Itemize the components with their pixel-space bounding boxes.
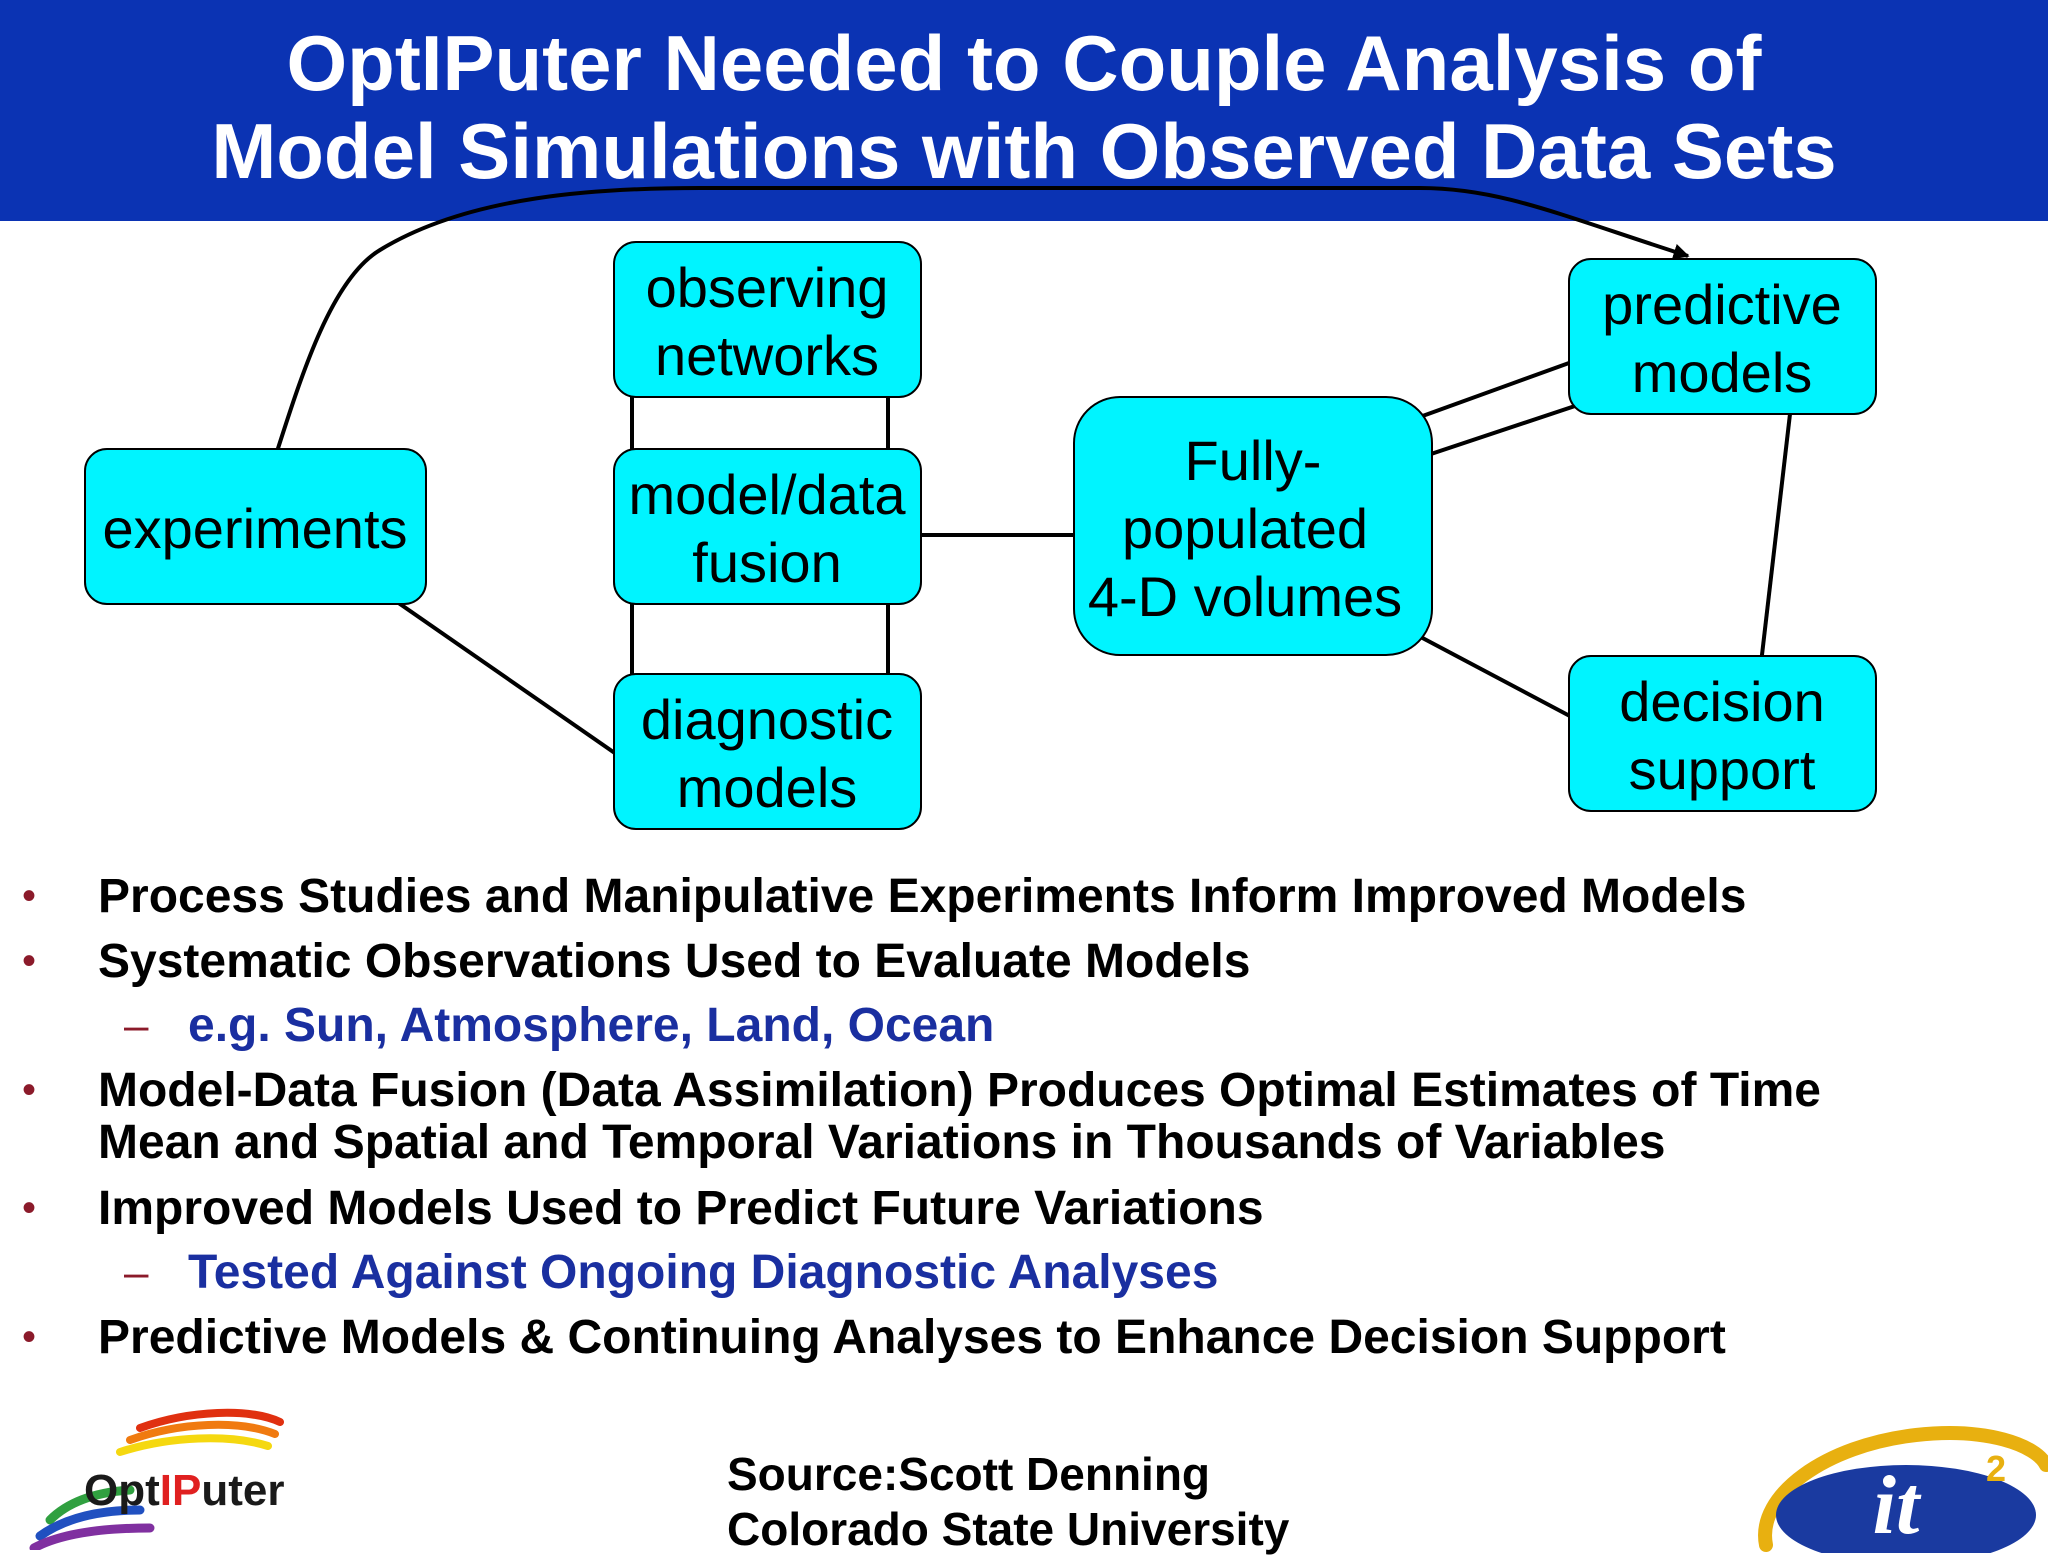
node-decision-line-1: decision	[1619, 670, 1824, 733]
source-line-2: Colorado State University	[727, 1503, 1290, 1555]
optiputer-logo-text: OptIPuter	[84, 1466, 284, 1516]
it2-logo-icon: it 2	[1758, 1426, 2048, 1553]
node-decision-support: decision support	[1568, 655, 1877, 812]
node-observing-networks-line-1: observing	[646, 256, 889, 319]
it2-logo-text: it	[1873, 1459, 1922, 1552]
node-volumes-line-2: populated	[1122, 497, 1368, 560]
edge-experiments-to-diagnostic-models	[375, 586, 647, 776]
node-decision-line-2: support	[1629, 738, 1816, 801]
node-diagnostic-line-2: models	[677, 756, 858, 819]
node-fusion-line-2: fusion	[692, 531, 841, 594]
node-observing-networks: observing networks	[613, 241, 922, 398]
node-predictive-models: predictive models	[1568, 258, 1877, 415]
it2-logo-superscript: 2	[1986, 1448, 2006, 1489]
node-predictive-line-2: models	[1632, 341, 1813, 404]
source-line-1: Source:Scott Denning	[727, 1448, 1211, 1500]
title-line-1: OptIPuter Needed to Couple Analysis of	[286, 19, 1762, 107]
node-diagnostic-line-1: diagnostic	[641, 688, 893, 751]
node-volumes-line-3: 4-D volumes	[1088, 565, 1402, 628]
edge-predictive-to-decision-support	[1753, 413, 1792, 674]
node-observing-networks-line-2: networks	[655, 324, 879, 387]
title-line-2: Model Simulations with Observed Data Set…	[211, 107, 1837, 195]
node-experiments: experiments	[84, 448, 427, 605]
node-fusion-line-1: model/data	[628, 463, 906, 526]
optiputer-logo-icon	[29, 1408, 284, 1550]
edges	[271, 186, 1792, 776]
node-fully-populated-volumes: Fully- populated 4-D volumes	[1073, 396, 1433, 656]
edge-experiments-to-predictive-models	[271, 186, 1690, 465]
node-volumes-line-1: Fully-	[1185, 429, 1322, 492]
node-diagnostic-models: diagnostic models	[613, 673, 922, 830]
optiputer-logo-suffix: uter	[201, 1466, 285, 1515]
optiputer-logo-highlight: IP	[159, 1466, 202, 1515]
node-predictive-line-1: predictive	[1602, 273, 1842, 336]
node-model-data-fusion: model/data fusion	[613, 448, 922, 605]
title-bar: OptIPuter Needed to Couple Analysis of M…	[0, 0, 2048, 221]
node-experiments-label: experiments	[102, 497, 407, 560]
optiputer-logo-prefix: Opt	[84, 1466, 160, 1515]
